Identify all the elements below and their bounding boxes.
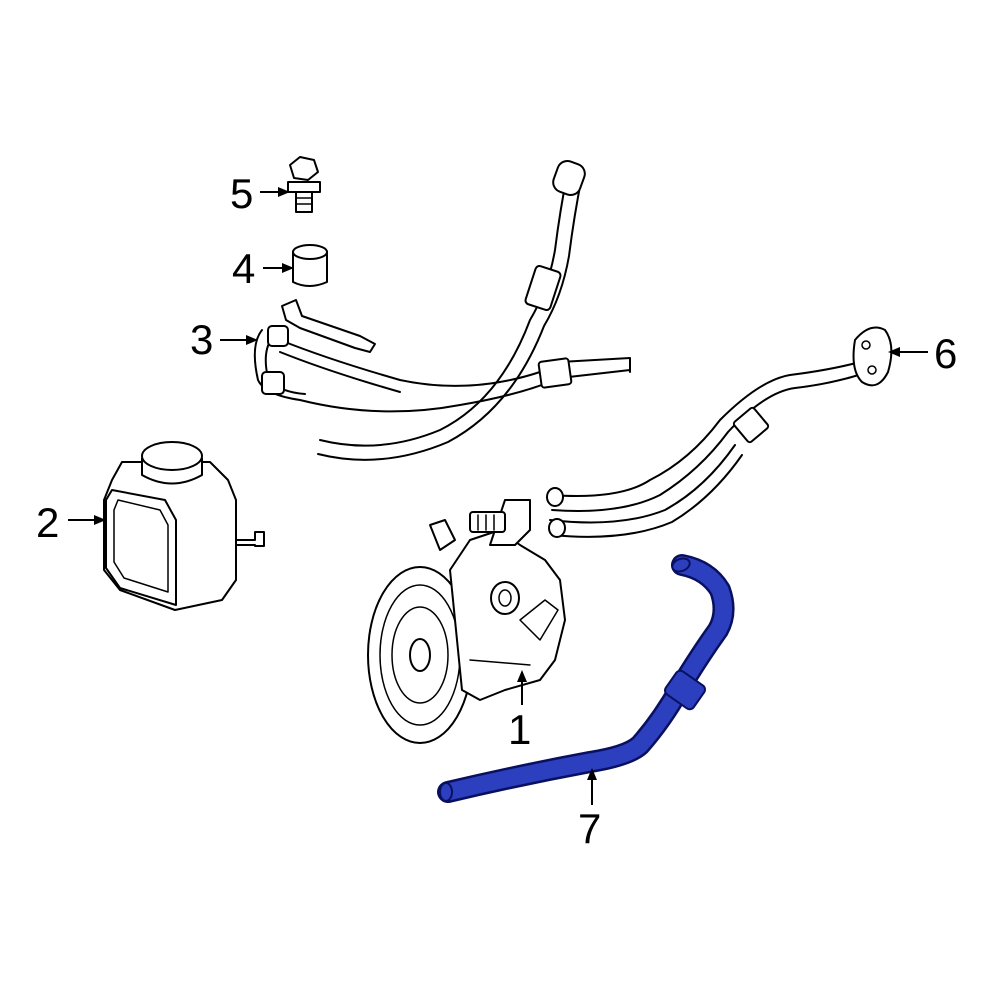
pressure-hose-part-3	[253, 159, 631, 461]
callout-label-7: 7	[578, 805, 601, 852]
bolt-part-5	[287, 156, 321, 213]
callout-label-5: 5	[230, 170, 253, 217]
callout-arrows	[68, 187, 928, 805]
reservoir-part-2	[103, 441, 265, 611]
callout-label-1: 1	[508, 706, 531, 753]
callout-label-6: 6	[934, 330, 957, 377]
callout-labels: 1 2 3 4 5 6 7	[36, 170, 957, 852]
pump-part-1	[367, 499, 566, 744]
callout-label-2: 2	[36, 499, 59, 546]
bushing-part-4	[292, 244, 328, 287]
return-hose-part-7-highlighted	[437, 554, 735, 803]
return-line-part-6	[546, 326, 893, 538]
callout-label-3: 3	[190, 316, 213, 363]
callout-label-4: 4	[232, 245, 255, 292]
